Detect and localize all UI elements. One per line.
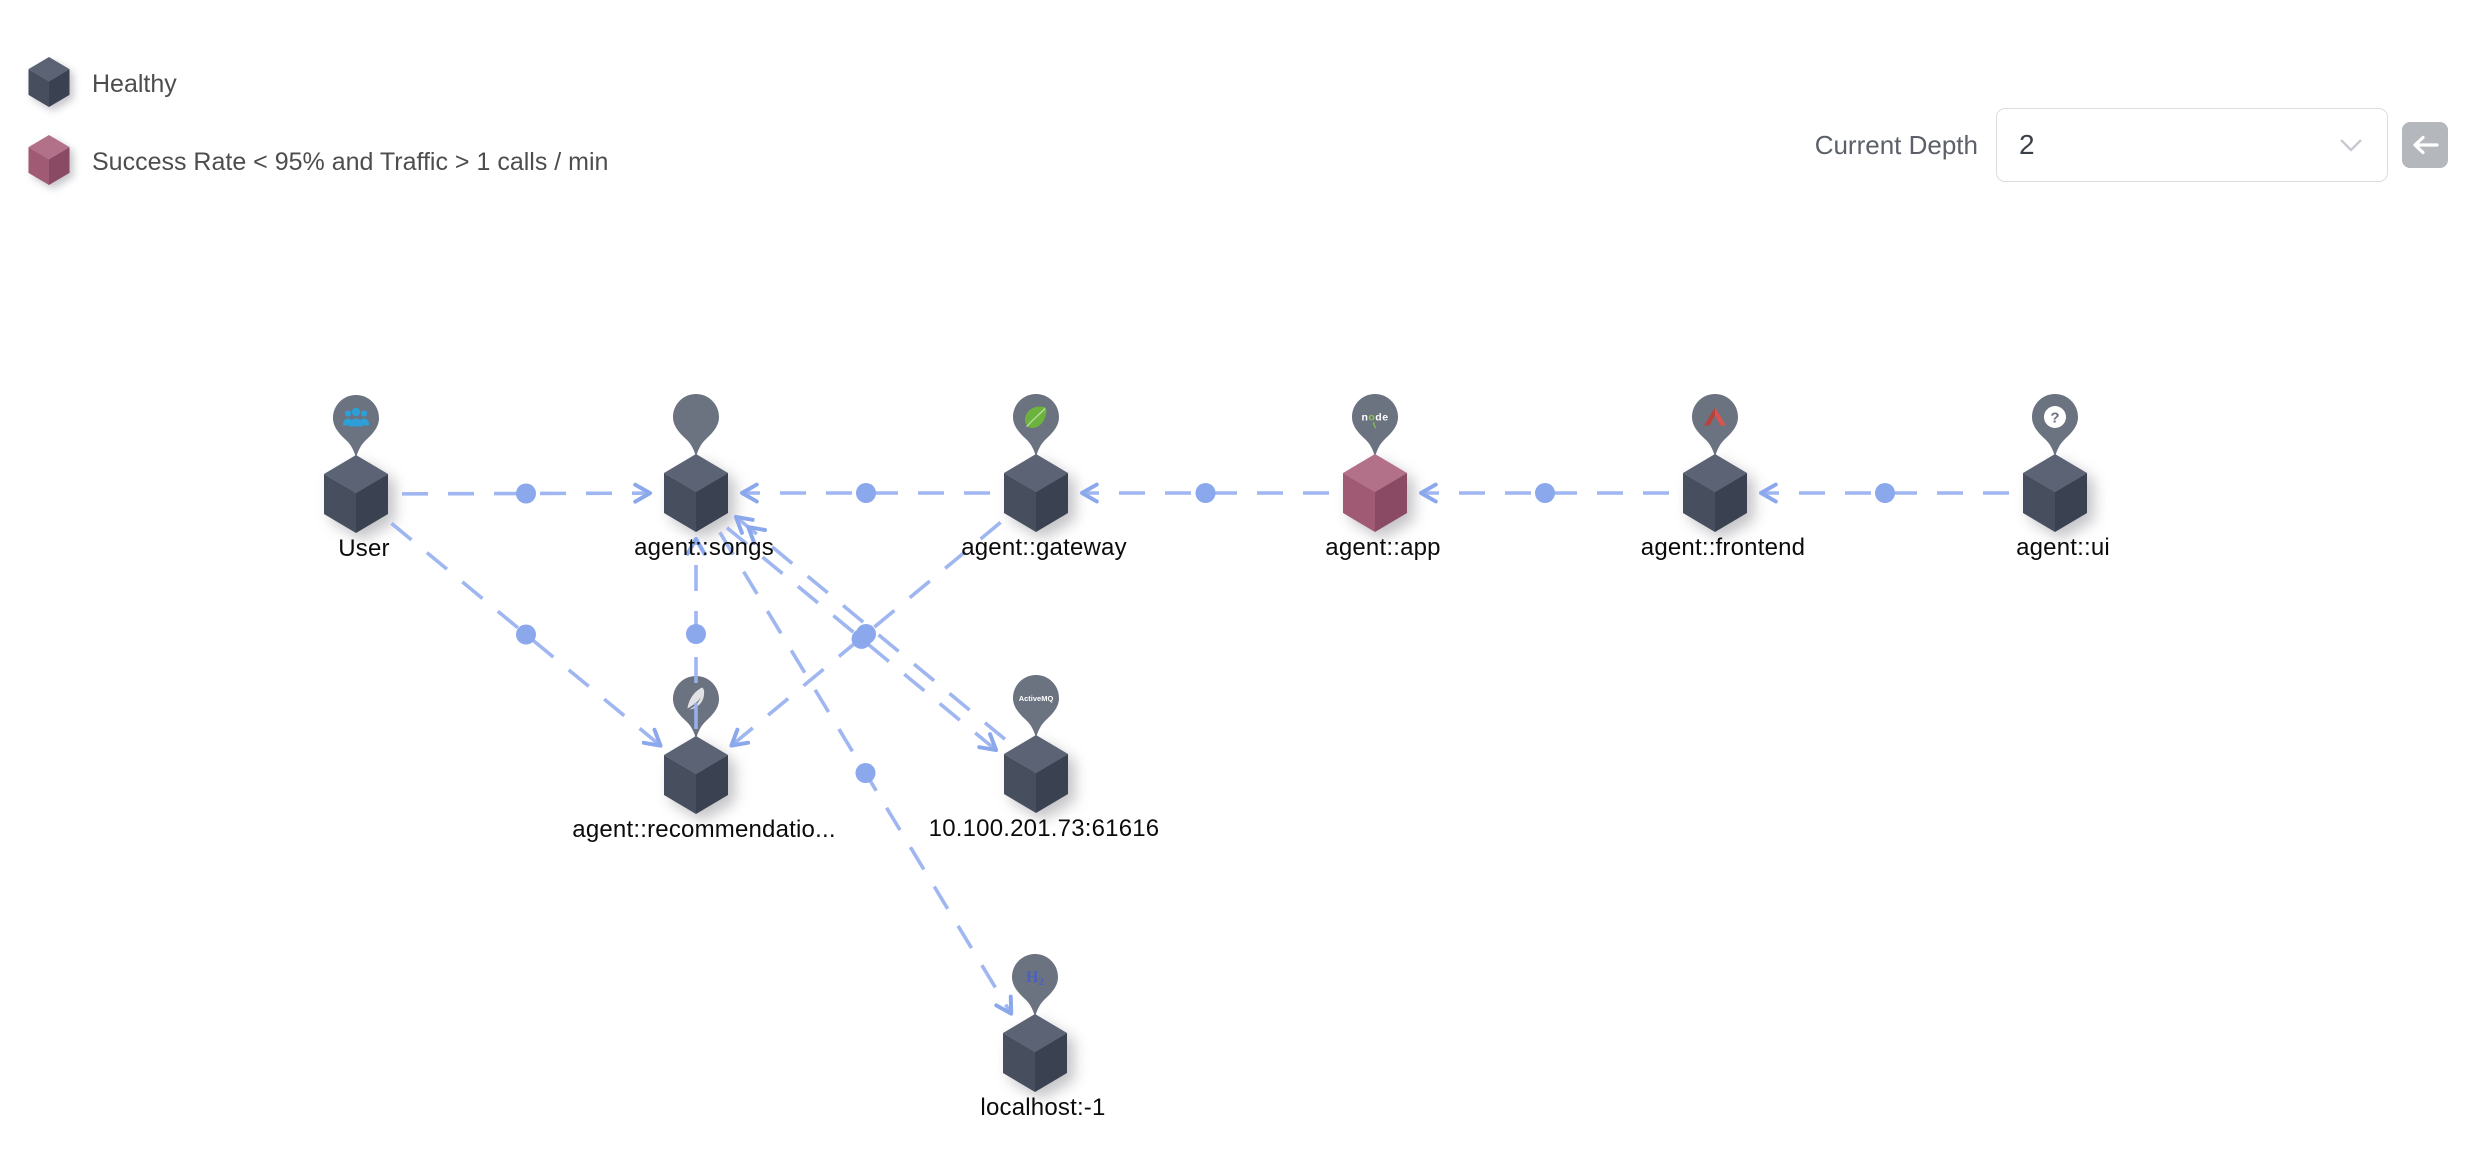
activemq-icon: ActiveMQ [1019,694,1054,703]
unhealthy-cube-icon [28,134,92,190]
legend-item-healthy: Healthy [28,56,608,112]
caret-icon [1704,407,1726,426]
svg-text:ActiveMQ: ActiveMQ [1019,694,1054,703]
node-cube-recommendation[interactable] [663,736,729,814]
depth-select[interactable]: 2 [1996,108,2388,182]
node-pin-localhost: H2 [1010,953,1060,1019]
node-cube-activemq[interactable] [1003,735,1069,813]
svg-text:node: node [1361,412,1388,424]
question-icon: ? [2044,406,2066,428]
svg-text:?: ? [2050,410,2059,427]
node-pin-songs [671,393,721,459]
node-cube-localhost[interactable] [1002,1014,1068,1092]
healthy-cube-icon [28,56,92,112]
node-pin-app: node [1350,393,1400,459]
depth-label: Current Depth [1814,129,1978,160]
node-cube-songs[interactable] [663,454,729,532]
node-cube-frontend[interactable] [1682,454,1748,532]
legend-item-unhealthy: Success Rate < 95% and Traffic > 1 calls… [28,134,609,190]
chevron-down-icon [2339,138,2363,153]
node-pin-frontend [1690,393,1740,459]
legend-label: Healthy [92,69,177,98]
node-cube-ui[interactable] [2022,454,2088,532]
node-cube-gateway[interactable] [1003,454,1069,532]
nodejs-icon: node [1361,412,1388,429]
node-pin-gateway [1011,393,1061,459]
node-pin-ui: ? [2030,393,2080,459]
node-pin-user [331,394,381,460]
node-cube-user[interactable] [323,455,389,533]
users-icon [343,407,369,427]
back-button[interactable] [2402,122,2448,168]
node-pin-recommendation [671,675,721,741]
legend-label: Success Rate < 95% and Traffic > 1 calls… [92,147,609,176]
node-cube-app[interactable] [1342,454,1408,532]
node-pin-activemq: ActiveMQ [1011,674,1061,740]
arrow-left-icon [2411,134,2439,156]
depth-select-value: 2 [2019,129,2035,160]
legend: Healthy Success Rate < 95% and Traffic >… [28,56,609,214]
spring-icon [1025,406,1047,428]
depth-control: Current Depth 2 [1815,108,2448,182]
